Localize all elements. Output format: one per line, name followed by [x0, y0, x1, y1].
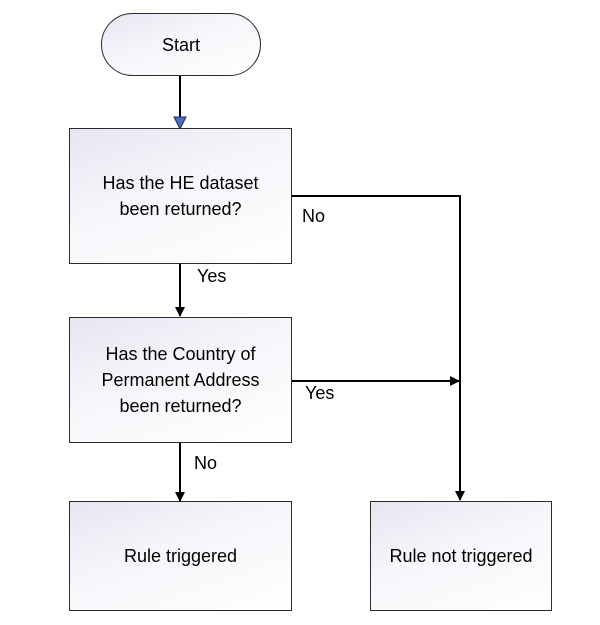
rule-not-triggered-label: Rule not triggered: [389, 546, 533, 566]
start-label: Start: [161, 34, 200, 55]
connector-he-no: [292, 195, 465, 501]
country-decision-label: Has the Country of Permanent Address bee…: [101, 344, 260, 416]
he-dataset-decision: Has the HE dataset been returned?: [69, 128, 292, 264]
start-arrowhead: [173, 116, 187, 131]
start-terminal: Start: [101, 13, 261, 76]
rule-not-triggered-box: Rule not triggered: [370, 501, 552, 611]
edge-label-he-yes: Yes: [197, 266, 227, 286]
country-decision: Has the Country of Permanent Address bee…: [69, 317, 292, 443]
edge-label-country-yes: Yes: [305, 383, 335, 403]
edge-label-country-no: No: [194, 453, 218, 473]
he-dataset-decision-label: Has the HE dataset been returned?: [102, 173, 259, 219]
rule-triggered-box: Rule triggered: [69, 501, 292, 611]
rule-triggered-label: Rule triggered: [123, 546, 238, 566]
edge-label-he-no: No: [302, 206, 326, 226]
